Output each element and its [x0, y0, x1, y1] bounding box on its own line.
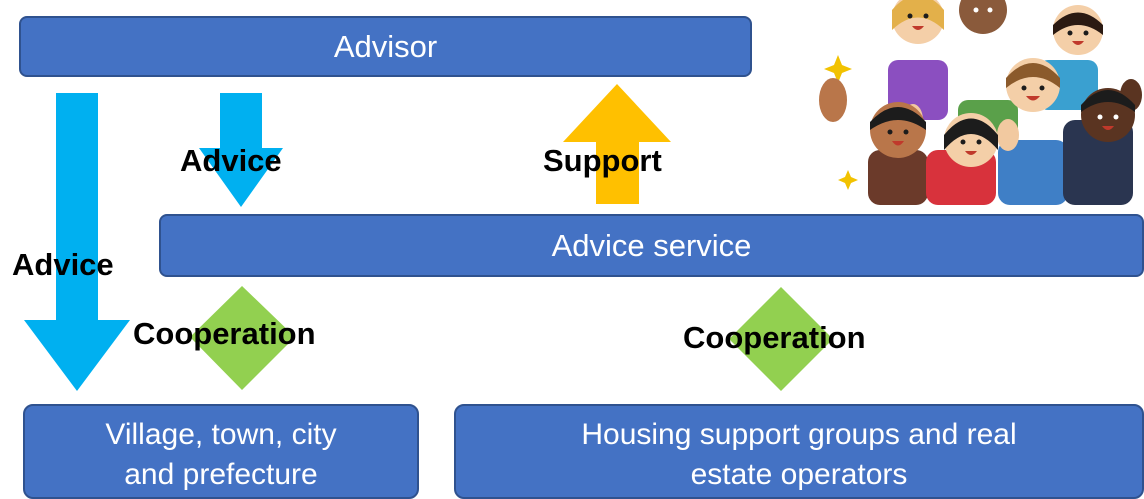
raised-hand	[819, 78, 847, 122]
village-label-line2: and prefecture	[124, 457, 318, 491]
advisor-label: Advisor	[333, 28, 438, 64]
sparkle-icon	[838, 170, 858, 190]
advice-service-box: Advice service	[159, 214, 1144, 277]
support-arrow	[563, 84, 671, 204]
advice-arrow-long	[24, 93, 130, 391]
person-body	[998, 140, 1068, 205]
cooperation-label-left: Cooperation	[133, 316, 316, 351]
housing-support-box: Housing support groups and real estate o…	[454, 404, 1144, 499]
housing-label-line1: Housing support groups and real	[581, 417, 1017, 451]
village-town-city-box: Village, town, city and prefecture	[23, 404, 419, 499]
support-label: Support	[543, 143, 662, 178]
cooperation-arrow-right	[729, 287, 833, 391]
cheering-crowd-illustration	[819, 0, 1142, 205]
person-body	[868, 150, 928, 205]
advice-arrow-short	[199, 93, 283, 207]
raised-hand	[997, 119, 1019, 151]
cooperation-arrow-left	[190, 286, 295, 390]
advisor-box: Advisor	[19, 16, 752, 77]
sparkle-icon	[824, 55, 852, 83]
person-head	[959, 0, 1007, 34]
housing-label-line2: estate operators	[690, 457, 908, 491]
person-body	[1063, 120, 1133, 205]
advice-service-label: Advice service	[551, 227, 752, 263]
village-label-line1: Village, town, city	[105, 417, 337, 451]
advice-label-short: Advice	[180, 143, 282, 178]
cooperation-label-right: Cooperation	[683, 320, 866, 355]
advice-label-long: Advice	[12, 247, 114, 282]
